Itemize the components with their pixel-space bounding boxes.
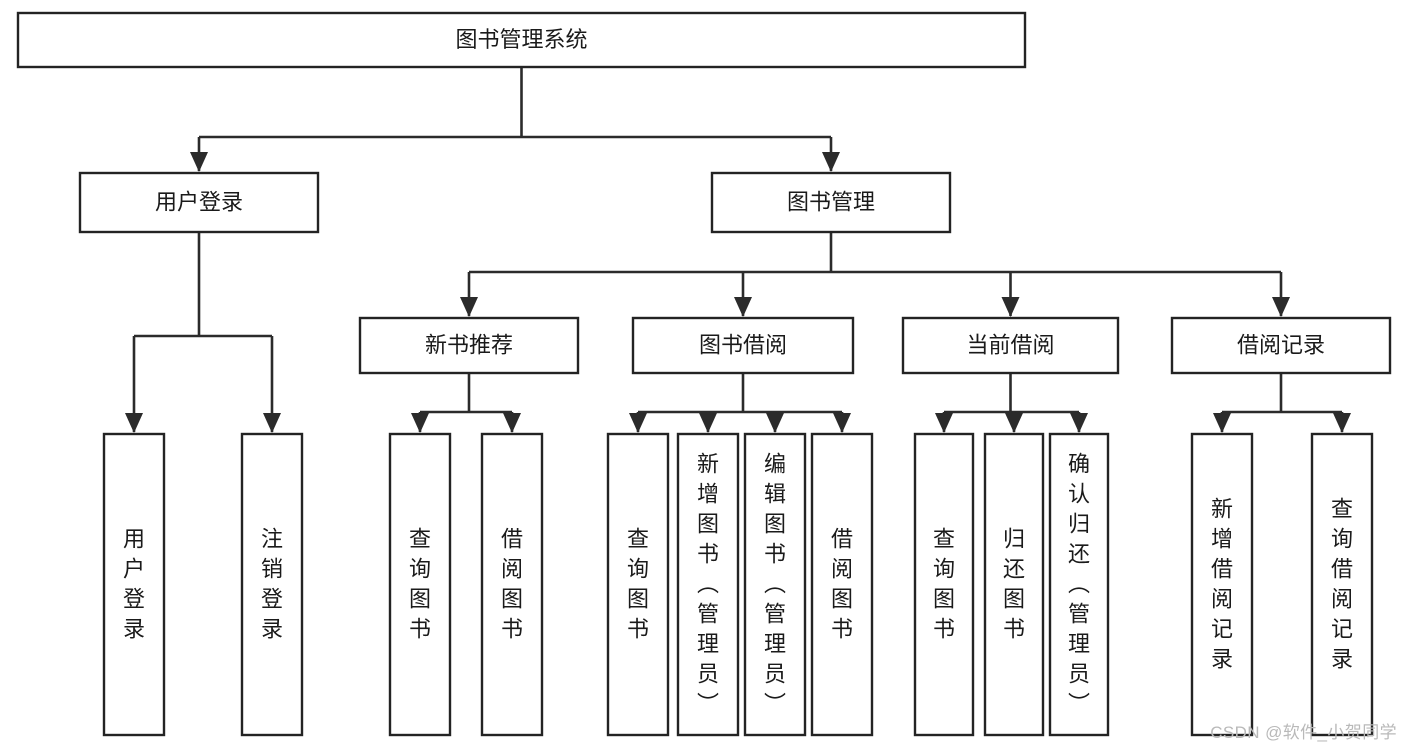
node-label-borrow-record: 借阅记录 [1237,332,1325,357]
node-box-current-borrow[interactable] [901,316,1120,375]
node-layer: 图书管理系统用户登录图书管理新书推荐图书借阅当前借阅借阅记录用户登录注销登录查询… [16,11,1392,737]
node-label-leaf-query-borrow-record: 查询借阅记录 [1331,497,1353,672]
node-leaf-confirm-return-admin[interactable]: 确认归还︵管理员︶ [1048,432,1110,737]
node-borrow-record[interactable]: 借阅记录 [1170,316,1392,375]
node-root[interactable]: 图书管理系统 [16,11,1027,69]
node-label-leaf-add-borrow-record: 新增借阅记录 [1211,497,1233,672]
node-label-user-login: 用户登录 [155,189,243,214]
node-box-leaf-query-book-current[interactable] [913,432,975,737]
node-label-leaf-user-login: 用户登录 [123,527,145,642]
node-label-leaf-return-book: 归还图书 [1003,527,1025,642]
node-label-current-borrow: 当前借阅 [966,332,1054,357]
node-leaf-borrow-book[interactable]: 借阅图书 [810,432,874,737]
node-box-leaf-edit-book-admin[interactable] [743,432,807,737]
node-leaf-logout[interactable]: 注销登录 [240,432,304,737]
node-leaf-add-book-admin[interactable]: 新增图书︵管理员︶ [676,432,740,737]
node-leaf-borrow-book-recommend[interactable]: 借阅图书 [480,432,544,737]
arrow-head-icon-leaf-query-book-current [935,413,953,433]
node-box-leaf-user-login[interactable] [102,432,166,737]
node-label-leaf-edit-book-admin: 编辑图书︵管理员︶ [764,452,786,717]
node-box-leaf-confirm-return-admin[interactable] [1048,432,1110,737]
node-leaf-return-book[interactable]: 归还图书 [983,432,1045,737]
arrow-head-icon-leaf-query-book-recommend [411,413,429,433]
node-box-book-manage[interactable] [710,171,952,234]
node-label-leaf-add-book-admin: 新增图书︵管理员︶ [697,452,719,717]
arrow-head-icon-leaf-logout [263,413,281,433]
arrow-head-icon-borrow-record [1272,297,1290,317]
arrow-head-icon-leaf-borrow-book-recommend [503,413,521,433]
node-box-new-book-recommend[interactable] [358,316,580,375]
node-label-leaf-query-book-borrow: 查询图书 [627,527,649,642]
watermark-text: CSDN @软件_小贺同学 [1210,723,1397,742]
node-leaf-query-book-borrow[interactable]: 查询图书 [606,432,670,737]
node-box-leaf-return-book[interactable] [983,432,1045,737]
node-book-borrow[interactable]: 图书借阅 [631,316,855,375]
node-box-borrow-record[interactable] [1170,316,1392,375]
arrow-head-icon-book-borrow [734,297,752,317]
node-label-leaf-borrow-book: 借阅图书 [831,527,853,642]
node-box-leaf-query-book-recommend[interactable] [388,432,452,737]
node-label-leaf-logout: 注销登录 [261,527,283,642]
arrow-head-icon-leaf-add-book-admin [699,413,717,433]
node-box-leaf-add-book-admin[interactable] [676,432,740,737]
node-box-leaf-borrow-book[interactable] [810,432,874,737]
arrow-head-icon-leaf-user-login [125,413,143,433]
node-label-leaf-borrow-book-recommend: 借阅图书 [501,527,523,642]
node-label-leaf-confirm-return-admin: 确认归还︵管理员︶ [1068,452,1090,717]
node-leaf-edit-book-admin[interactable]: 编辑图书︵管理员︶ [743,432,807,737]
arrow-head-icon-leaf-return-book [1005,413,1023,433]
node-leaf-user-login[interactable]: 用户登录 [102,432,166,737]
node-leaf-query-book-current[interactable]: 查询图书 [913,432,975,737]
node-label-leaf-query-book-current: 查询图书 [933,527,955,642]
arrow-head-icon-leaf-borrow-book [833,413,851,433]
node-label-book-borrow: 图书借阅 [699,332,787,357]
arrow-head-icon-new-book-recommend [460,297,478,317]
node-box-root[interactable] [16,11,1027,69]
arrow-head-icon-user-login [190,152,208,172]
arrow-head-icon-current-borrow [1001,297,1020,317]
arrow-head-icon-book-manage [822,152,840,172]
node-box-book-borrow[interactable] [631,316,855,375]
arrow-head-icon-leaf-query-borrow-record [1333,413,1351,433]
node-box-leaf-add-borrow-record[interactable] [1190,432,1254,737]
node-new-book-recommend[interactable]: 新书推荐 [358,316,580,375]
node-label-book-manage: 图书管理 [787,189,875,214]
arrow-head-icon-leaf-edit-book-admin [766,413,784,433]
node-user-login[interactable]: 用户登录 [78,171,320,234]
node-label-new-book-recommend: 新书推荐 [425,332,513,357]
arrow-head-icon-leaf-query-book-borrow [629,413,647,433]
node-box-user-login[interactable] [78,171,320,234]
node-leaf-query-book-recommend[interactable]: 查询图书 [388,432,452,737]
node-box-leaf-borrow-book-recommend[interactable] [480,432,544,737]
node-leaf-query-borrow-record[interactable]: 查询借阅记录 [1310,432,1374,737]
node-current-borrow[interactable]: 当前借阅 [901,316,1120,375]
node-box-leaf-logout[interactable] [240,432,304,737]
connector-layer [125,67,1351,433]
node-box-leaf-query-borrow-record[interactable] [1310,432,1374,737]
arrow-head-icon-leaf-confirm-return-admin [1070,413,1088,433]
arrow-head-icon-leaf-add-borrow-record [1213,413,1231,433]
node-label-root: 图书管理系统 [455,27,587,52]
node-book-manage[interactable]: 图书管理 [710,171,952,234]
node-label-leaf-query-book-recommend: 查询图书 [409,527,431,642]
node-box-leaf-query-book-borrow[interactable] [606,432,670,737]
node-leaf-add-borrow-record[interactable]: 新增借阅记录 [1190,432,1254,737]
